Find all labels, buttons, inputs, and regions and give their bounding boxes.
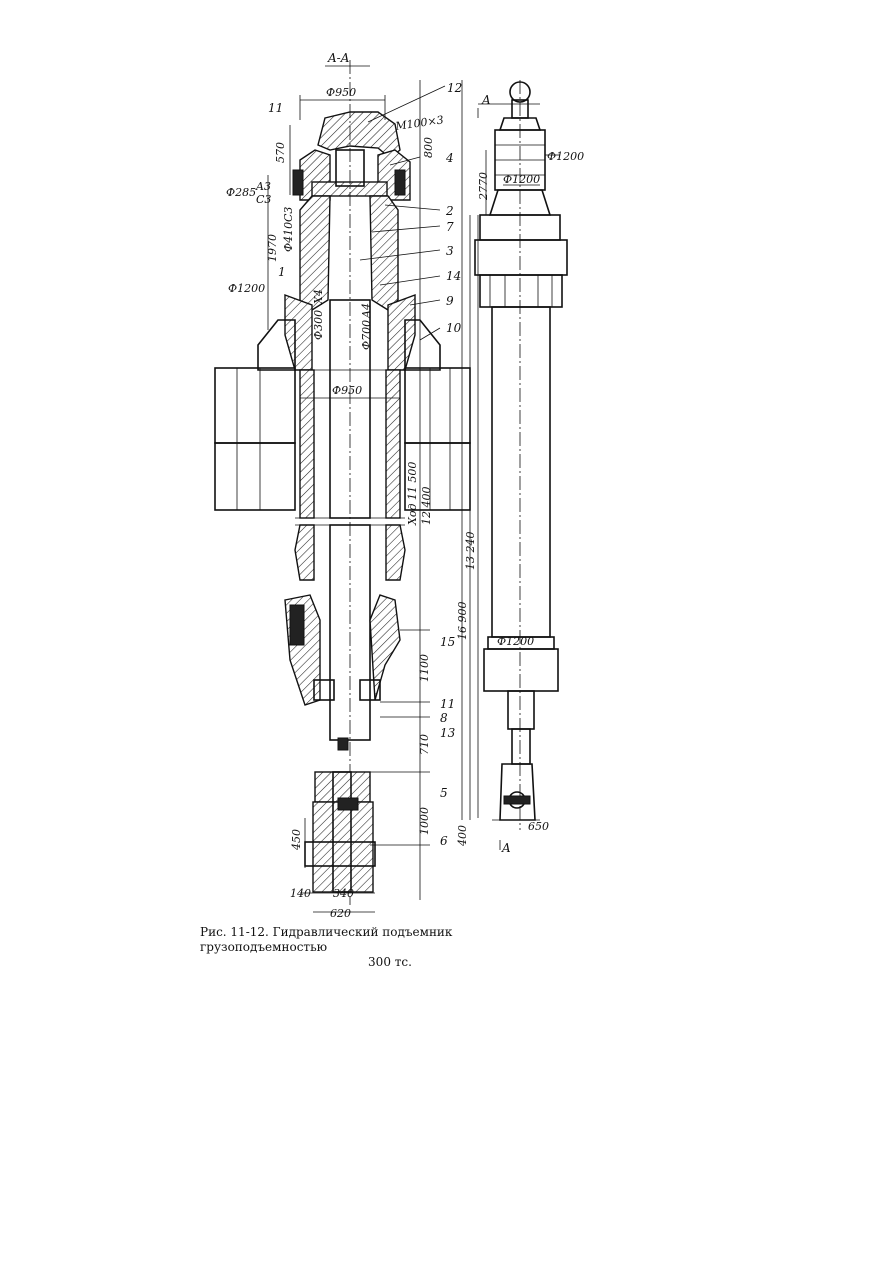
svg-text:140: 140 xyxy=(290,887,311,900)
svg-text:Ф300: Ф300 xyxy=(312,310,325,340)
dimension-lines xyxy=(267,65,463,913)
exterior-view xyxy=(474,80,568,830)
svg-text:11: 11 xyxy=(440,697,455,711)
callout-numbers: 12 11 4 2 7 3 1 14 9 10 15 11 8 13 5 6 xyxy=(268,81,462,848)
svg-text:Ф700: Ф700 xyxy=(360,320,373,350)
svg-text:14: 14 xyxy=(446,269,461,283)
svg-text:1: 1 xyxy=(278,265,286,279)
svg-text:2770: 2770 xyxy=(477,172,490,201)
svg-text:3: 3 xyxy=(446,244,454,258)
view-marks: A A xyxy=(481,93,511,855)
svg-text:Ф1200: Ф1200 xyxy=(497,635,534,648)
svg-text:6: 6 xyxy=(440,834,448,848)
svg-text:1970: 1970 xyxy=(266,234,279,262)
svg-text:A-A: A-A xyxy=(327,51,350,65)
svg-text:A3: A3 xyxy=(255,180,271,193)
svg-text:A4: A4 xyxy=(360,303,373,319)
svg-text:Ход 11 500: Ход 11 500 xyxy=(406,462,419,526)
svg-text:M100×3: M100×3 xyxy=(394,113,445,133)
exterior-dimension-values: 2770 Ф1200 Ф1200 Ф1200 13 240 16 900 400… xyxy=(456,150,584,847)
svg-text:400: 400 xyxy=(456,825,469,847)
svg-text:Ф1200: Ф1200 xyxy=(228,282,265,295)
svg-text:620: 620 xyxy=(330,907,351,920)
svg-text:5: 5 xyxy=(440,786,448,800)
svg-text:13 240: 13 240 xyxy=(464,532,477,571)
exterior-dimension-lines xyxy=(469,103,560,850)
svg-text:8: 8 xyxy=(440,711,448,725)
svg-text:Ф950: Ф950 xyxy=(326,86,356,99)
svg-text:570: 570 xyxy=(274,142,287,163)
svg-text:10: 10 xyxy=(446,321,462,335)
svg-text:15: 15 xyxy=(440,635,455,649)
svg-text:13: 13 xyxy=(440,726,456,740)
svg-text:450: 450 xyxy=(290,829,303,851)
dimension-values: Ф950 M100×3 Ф285 A3 C3 Ф410 C3 Ф1200 Ф30… xyxy=(226,86,444,920)
svg-text:9: 9 xyxy=(446,294,454,308)
section-label: A-A xyxy=(327,51,350,65)
svg-text:Ф410: Ф410 xyxy=(282,222,295,252)
svg-text:Ф1200: Ф1200 xyxy=(547,150,584,163)
svg-text:2: 2 xyxy=(445,204,454,218)
svg-text:11: 11 xyxy=(268,101,283,115)
section-view xyxy=(214,60,471,905)
svg-text:C3: C3 xyxy=(256,193,271,206)
caption-line-1: Рис. 11-12. Гидравлический подъемник гру… xyxy=(200,925,453,954)
svg-text:1100: 1100 xyxy=(418,654,431,682)
svg-text:A: A xyxy=(481,93,491,107)
svg-text:4: 4 xyxy=(445,151,454,165)
svg-text:C3: C3 xyxy=(282,207,295,222)
svg-text:340: 340 xyxy=(333,887,354,900)
svg-text:Ф950: Ф950 xyxy=(332,384,362,397)
svg-text:12 400: 12 400 xyxy=(420,487,433,526)
svg-text:12: 12 xyxy=(447,81,462,95)
svg-text:650: 650 xyxy=(528,820,549,833)
svg-text:7: 7 xyxy=(446,220,454,234)
svg-text:A: A xyxy=(501,841,511,855)
svg-text:1000: 1000 xyxy=(418,807,431,835)
svg-text:710: 710 xyxy=(418,734,431,755)
svg-text:16 900: 16 900 xyxy=(456,602,469,641)
svg-text:X4: X4 xyxy=(312,289,325,305)
svg-text:Ф285: Ф285 xyxy=(226,186,256,199)
svg-text:Ф1200: Ф1200 xyxy=(503,173,540,186)
caption-line-2: 300 тс. xyxy=(368,955,412,969)
figure-caption: Рис. 11-12. Гидравлический подъемник гру… xyxy=(200,925,580,970)
svg-text:800: 800 xyxy=(422,137,435,158)
